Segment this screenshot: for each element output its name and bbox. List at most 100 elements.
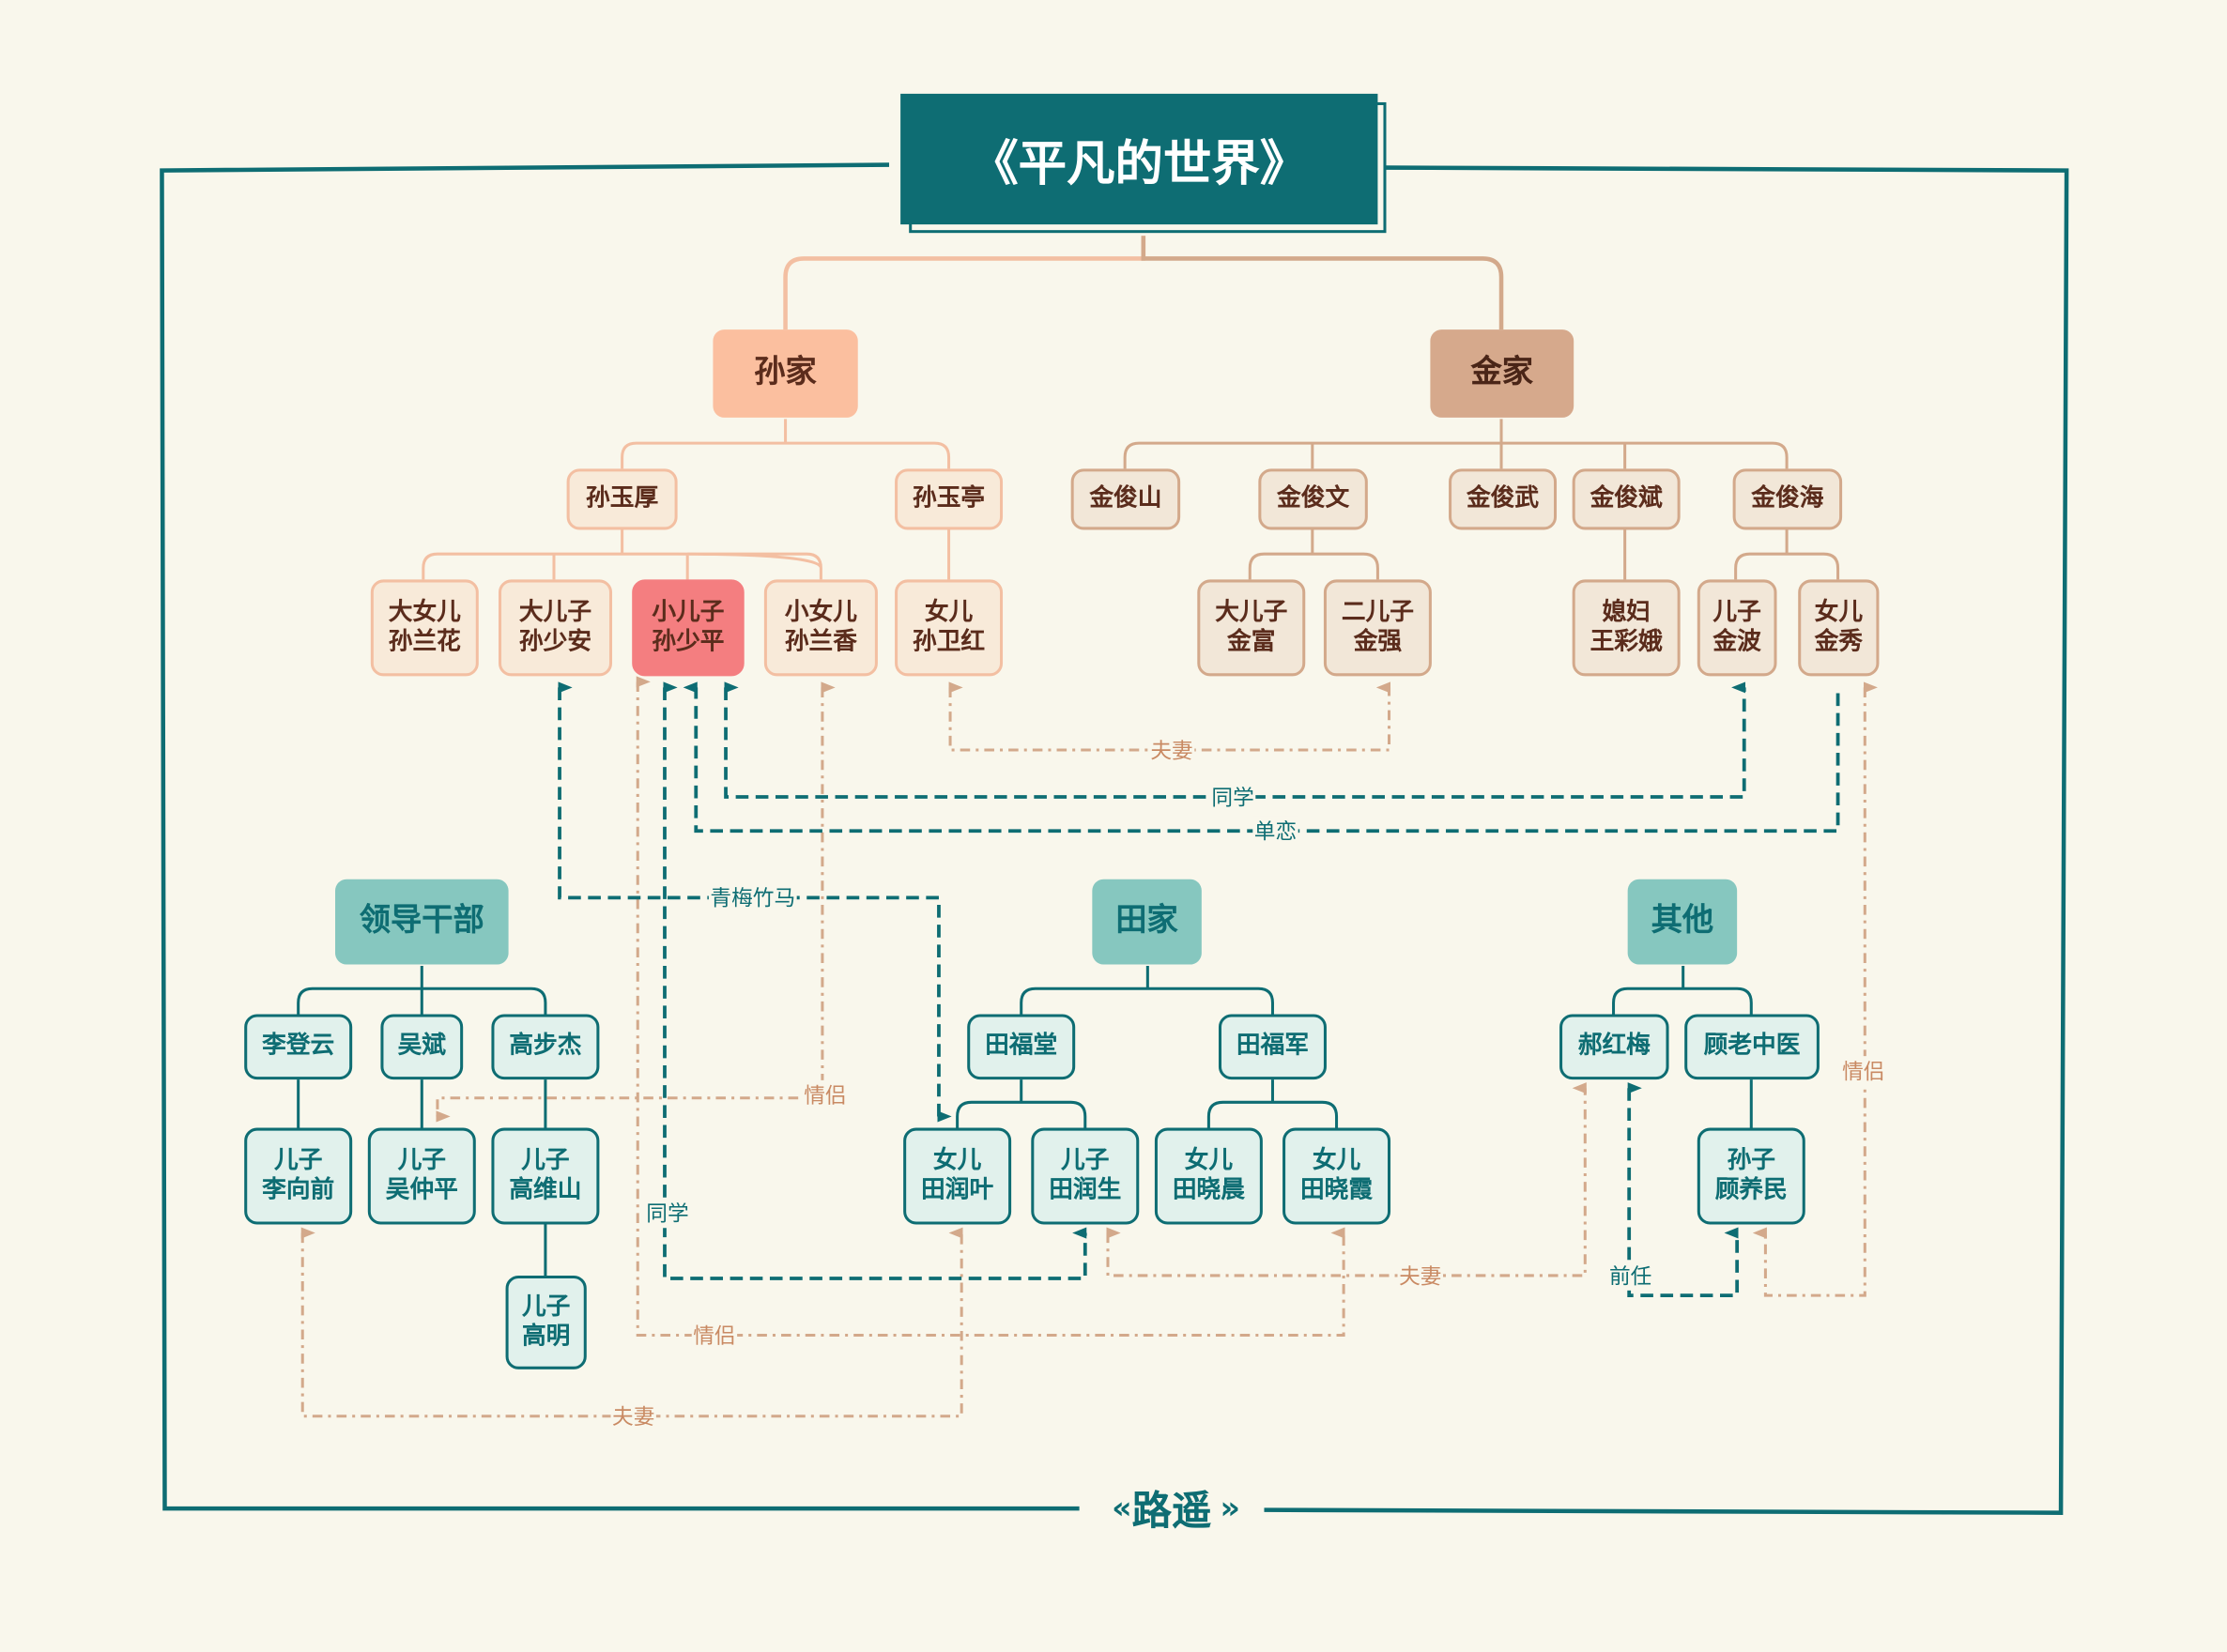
person-name: 顾养民 [1714,1176,1788,1205]
person-role: 女儿 [1312,1145,1361,1175]
person-li-xiangqian: 儿子李向前 [244,1127,353,1225]
group-other: 其他 [1627,879,1738,965]
person-role: 儿子 [1712,597,1761,626]
person-tian-xiaoxia: 女儿田晓霞 [1282,1127,1391,1225]
person-name: 金强 [1353,627,1403,657]
ornament-right-icon: » [1220,1491,1240,1527]
person-wang-caie: 媳妇王彩娥 [1572,579,1681,677]
person-name: 李向前 [262,1176,335,1205]
person-tian-runsheng: 儿子田润生 [1031,1127,1140,1225]
person-gu-doctor: 顾老中医 [1684,1014,1820,1080]
person-wu-bin: 吴斌 [380,1014,464,1080]
person-name: 金波 [1712,627,1761,657]
person-sun-yuting: 孙玉亭 [895,468,1004,530]
title-branches [783,236,1504,330]
person-name: 孙少安 [518,627,592,657]
person-name: 田润生 [1049,1176,1122,1205]
person-tian-fujun: 田福军 [1218,1014,1327,1080]
relation-label-ex-hongmei-yangmin: 前任 [1607,1261,1653,1291]
person-name: 吴仲平 [385,1176,458,1205]
relation-label-lovers-lanxiang-zhongping: 情侣 [802,1079,849,1110]
person-role: 儿子 [521,1145,570,1175]
person-jin-qiang: 二儿子金强 [1323,579,1432,677]
relation-label-lovers-shaoping-xiaoxia: 情侣 [691,1320,738,1351]
person-name: 金秀 [1814,627,1864,657]
outer-frame [160,162,2069,1515]
person-tian-futang: 田福堂 [967,1014,1076,1080]
relation-label-lovers-jinxiu-yangmin: 情侣 [1840,1056,1887,1086]
person-sun-lanxiang: 小女儿孙兰香 [763,579,878,677]
author-name: 路遥 [1131,1487,1212,1535]
person-name: 金富 [1227,627,1276,657]
person-role: 大儿子 [1215,597,1288,626]
person-jin-junwu: 金俊武 [1449,468,1558,530]
person-sun-yuhou: 孙玉厚 [566,468,678,530]
person-name: 孙卫红 [912,627,986,657]
person-role: 女儿 [1184,1145,1234,1175]
person-name: 田晓晨 [1172,1176,1245,1205]
person-jin-fu: 大儿子金富 [1197,579,1306,677]
person-name: 高维山 [509,1176,582,1205]
person-jin-bo: 儿子金波 [1697,579,1777,677]
relation-label-couple-weihong-jinqiang: 夫妻 [1148,735,1195,765]
person-role: 女儿 [924,597,974,626]
leaders-tree [297,966,547,1276]
person-role: 小女儿 [784,597,857,626]
person-gao-bujie: 高步杰 [491,1014,600,1080]
person-role: 二儿子 [1341,597,1414,626]
person-role: 小儿子 [652,597,725,626]
person-li-dengyun: 李登云 [244,1014,353,1080]
diagram-title: 《平凡的世界》 [900,93,1378,225]
person-role: 媳妇 [1602,597,1651,626]
person-jin-junshan: 金俊山 [1070,468,1181,530]
group-leaders: 领导干部 [335,879,509,965]
group-tian-family: 田家 [1092,879,1202,965]
other-tree [1612,966,1753,1128]
jin-tree [1123,419,1840,580]
person-jin-junwen: 金俊文 [1258,468,1368,530]
group-sun-family: 孙家 [713,329,858,418]
person-name: 孙兰花 [388,627,461,657]
person-name: 孙兰香 [784,627,857,657]
person-sun-shaoping: 小儿子孙少平 [632,579,745,677]
person-wu-zhongping: 儿子吴仲平 [367,1127,476,1225]
person-sun-weihong: 女儿孙卫红 [895,579,1004,677]
sun-tree [422,419,951,580]
person-hao-hongmei: 郝红梅 [1559,1014,1669,1080]
ornament-left-icon: « [1112,1491,1132,1527]
relation-label-couple-runsheng-hongmei: 夫妻 [1397,1261,1444,1291]
person-role: 儿子 [521,1292,571,1321]
person-role: 儿子 [273,1145,323,1175]
person-role: 女儿 [1814,597,1864,626]
person-tian-xiaochen: 女儿田晓晨 [1154,1127,1263,1225]
person-jin-junhai: 金俊海 [1732,468,1843,530]
person-gao-ming: 儿子高明 [505,1275,587,1369]
relation-label-classmate-shaoping-jinbo: 同学 [1209,782,1256,812]
person-jin-junbin: 金俊斌 [1572,468,1681,530]
person-name: 高明 [521,1322,571,1352]
person-role: 大儿子 [518,597,592,626]
person-name: 田晓霞 [1299,1176,1374,1205]
person-role: 大女儿 [388,597,461,626]
person-name: 孙少平 [652,627,725,657]
relation-label-unrequited-jinxiu: 单恋 [1252,816,1298,847]
author-label: « 路遥 » [1079,1479,1265,1537]
person-jin-xiu: 女儿金秀 [1798,579,1880,677]
group-jin-family: 金家 [1430,329,1574,418]
relation-label-classmate-shaoping-runsheng: 同学 [644,1198,691,1229]
relation-label-couple-xiangqian-runye: 夫妻 [610,1400,656,1431]
relation-label-childhood-shaoan-runye: 青梅竹马 [708,882,797,913]
person-tian-runye: 女儿田润叶 [903,1127,1012,1225]
person-role: 孙子 [1727,1145,1775,1175]
person-sun-lanhua: 大女儿孙兰花 [370,579,479,677]
person-name: 王彩娥 [1590,627,1663,657]
person-sun-shaoan: 大儿子孙少安 [498,579,613,677]
person-role: 儿子 [397,1145,447,1175]
person-role: 女儿 [932,1145,982,1175]
person-gu-yangmin: 孙子顾养民 [1697,1127,1805,1225]
person-gao-weishan: 儿子高维山 [491,1127,600,1225]
person-role: 儿子 [1061,1145,1110,1175]
person-name: 田润叶 [921,1176,994,1205]
